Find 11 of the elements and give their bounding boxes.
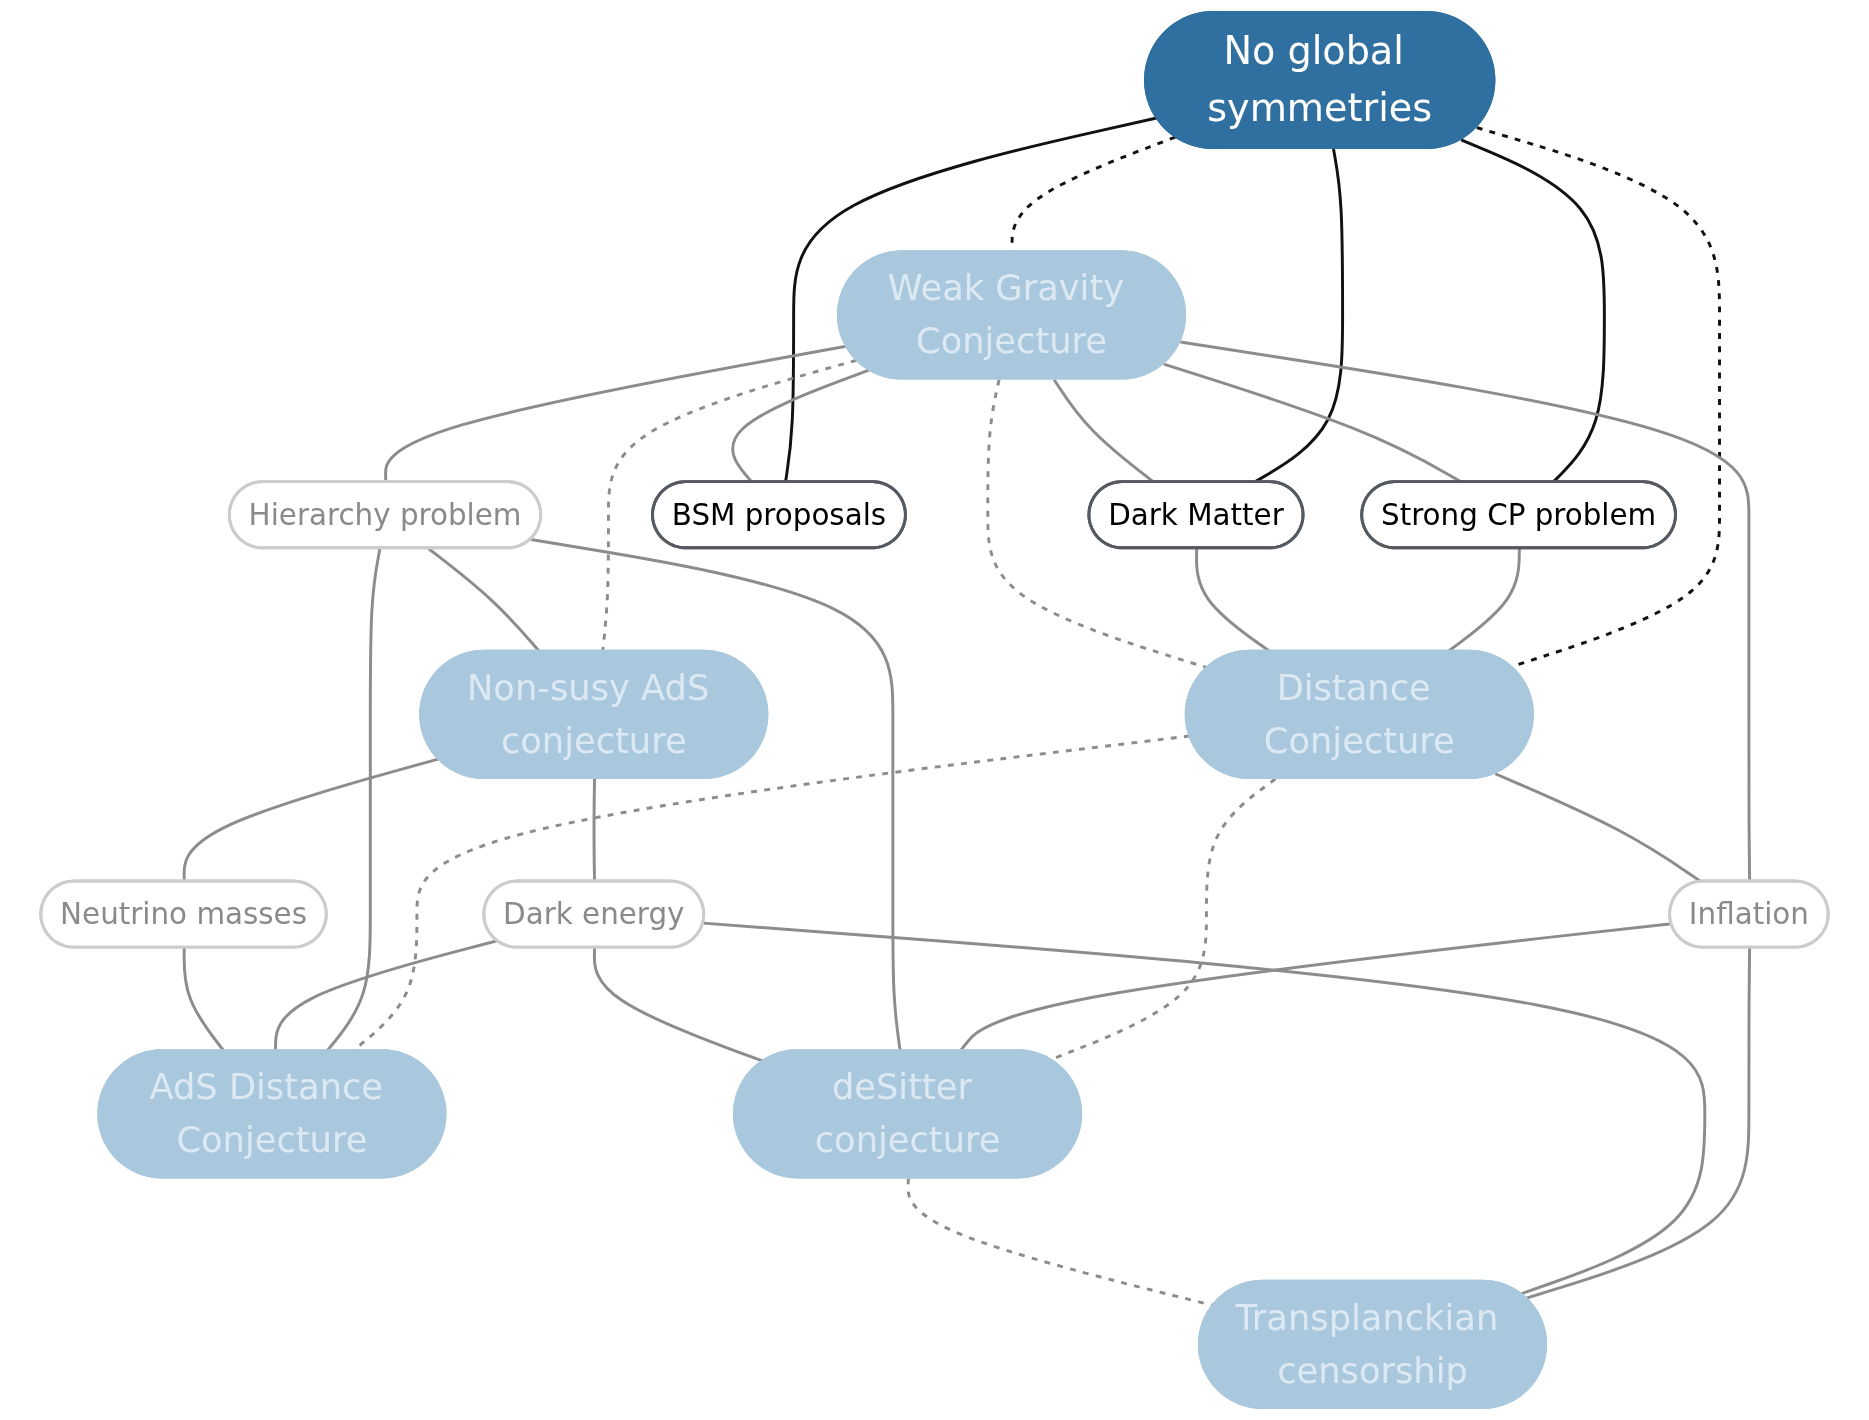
connector — [703, 921, 1707, 1296]
connector — [1476, 126, 1721, 669]
connector — [1180, 340, 1752, 882]
connector — [592, 947, 764, 1063]
connector — [1526, 947, 1752, 1300]
connector — [986, 379, 1208, 670]
connector — [273, 939, 498, 1051]
connector — [530, 538, 902, 1051]
connector — [182, 757, 439, 882]
connector — [592, 779, 596, 882]
connector — [601, 358, 857, 652]
